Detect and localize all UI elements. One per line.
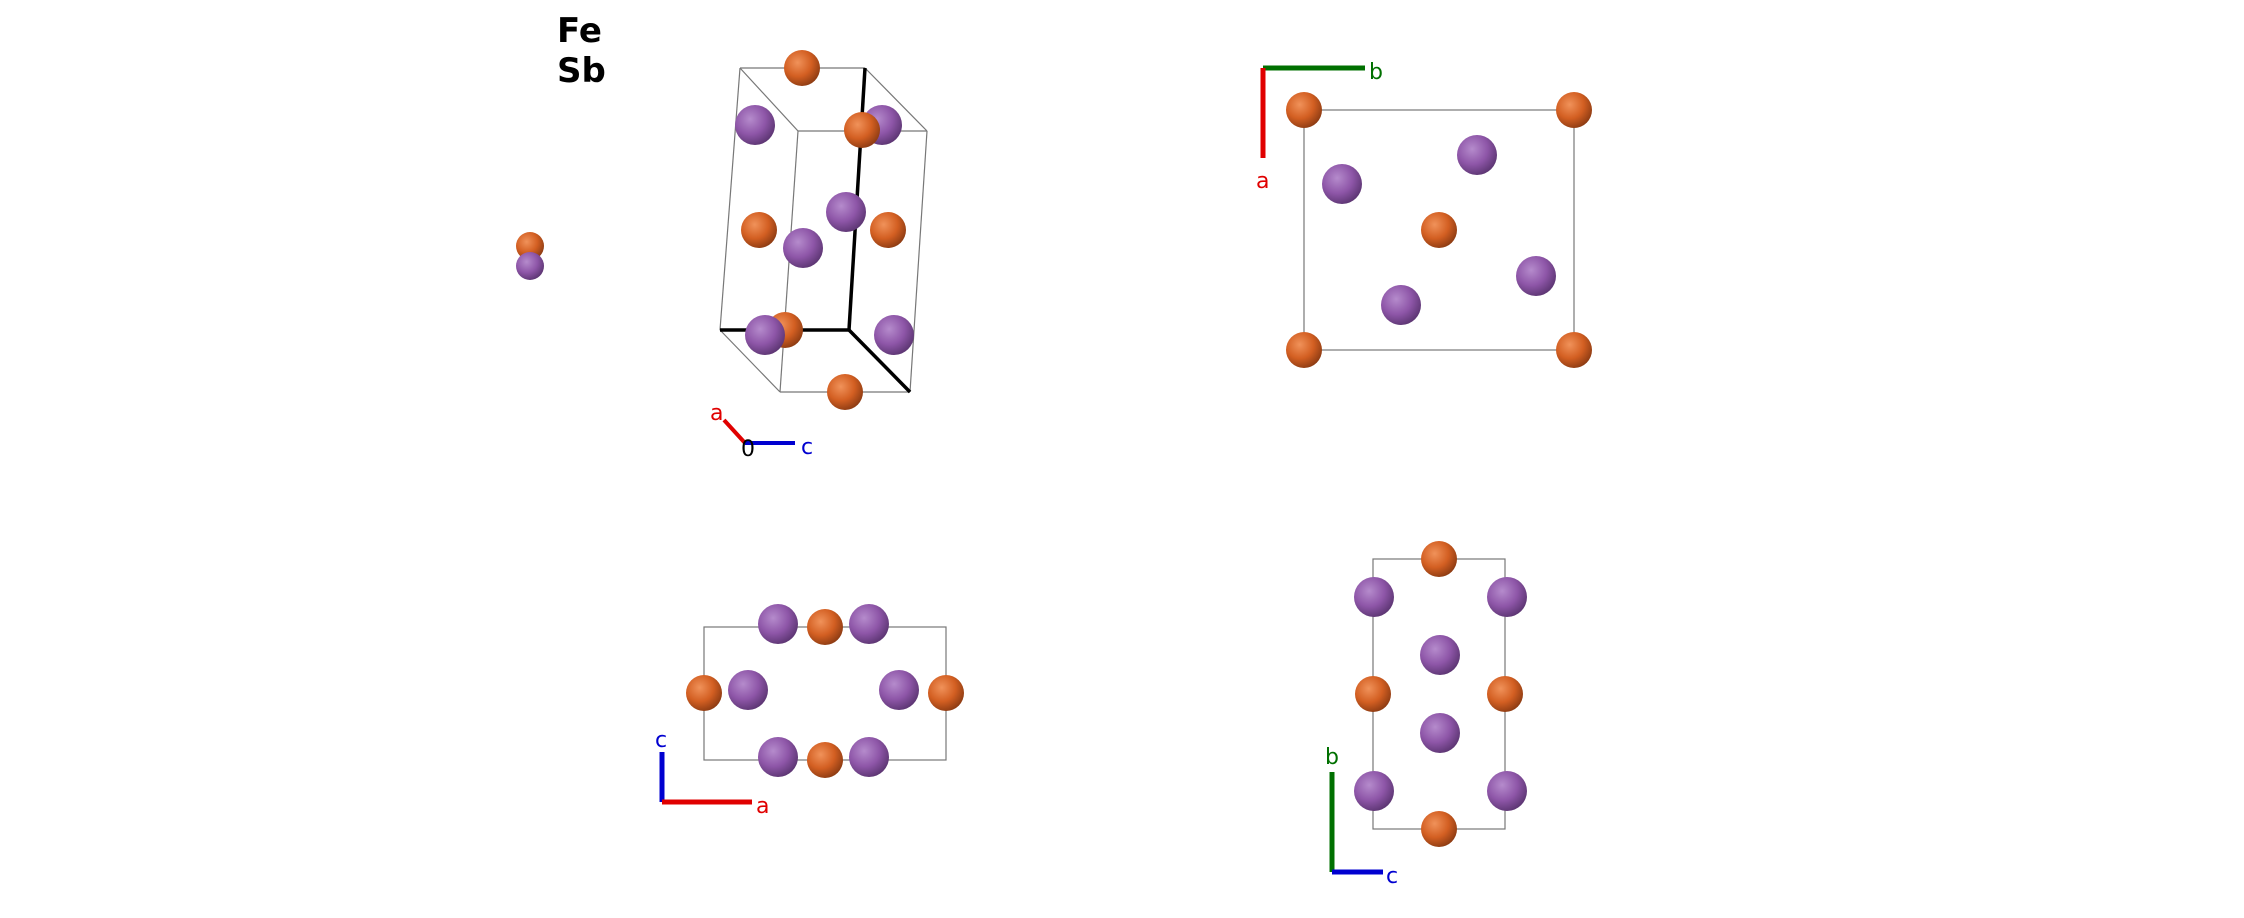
sb-atom (879, 670, 919, 710)
fe-atom (1487, 676, 1523, 712)
fe-atom (928, 675, 964, 711)
fe-atom (807, 609, 843, 645)
axis-indicator: a c 0 (710, 401, 813, 462)
fe-atom (807, 742, 843, 778)
sb-atom (1516, 256, 1556, 296)
sb-atom (1457, 135, 1497, 175)
fe-atom (1421, 212, 1457, 248)
sb-atom (758, 604, 798, 644)
axis-indicator: b a (1256, 60, 1383, 194)
sb-atom (1354, 771, 1394, 811)
projection-along-c-view: b a (1256, 60, 1592, 368)
sb-atom (1487, 771, 1527, 811)
fe-atom (1286, 332, 1322, 368)
sb-atom (826, 192, 866, 232)
fe-atom (1355, 676, 1391, 712)
a-axis-label: a (756, 794, 769, 819)
axis-indicator: c a (655, 728, 769, 819)
a-axis-line (722, 418, 747, 445)
fe-atom (741, 212, 777, 248)
b-axis-label: b (1369, 60, 1383, 85)
sb-atom (849, 604, 889, 644)
fe-atom (1556, 332, 1592, 368)
fe-atom (686, 675, 722, 711)
legend-fe-atom (516, 232, 544, 260)
a-axis-label: a (710, 401, 723, 426)
a-axis-label: a (1256, 169, 1269, 194)
element-legend: Fe Sb (516, 11, 606, 280)
sb-atom (758, 737, 798, 777)
fe-atom (1556, 92, 1592, 128)
atoms (1286, 92, 1592, 368)
perspective-view: a c 0 (710, 50, 928, 462)
fe-atom (784, 50, 820, 86)
sb-atom (745, 315, 785, 355)
legend-sb-atom (516, 252, 544, 280)
c-axis-label: c (801, 435, 813, 460)
sb-atom (1354, 577, 1394, 617)
fe-atom (827, 374, 863, 410)
fe-atom (1421, 541, 1457, 577)
sb-atom (728, 670, 768, 710)
origin-label: 0 (741, 437, 755, 462)
fe-atom (844, 112, 880, 148)
sb-atom (1420, 713, 1460, 753)
fe-atom (1421, 811, 1457, 847)
sb-atom (1420, 635, 1460, 675)
sb-atom (849, 737, 889, 777)
atoms (735, 50, 914, 410)
projection-along-a-view: b c (1325, 541, 1527, 889)
unit-cell-outline (1303, 109, 1575, 351)
atoms (1354, 541, 1527, 847)
atoms (686, 604, 964, 778)
sb-atom (1322, 164, 1362, 204)
c-axis-label: c (655, 728, 667, 753)
sb-atom (1487, 577, 1527, 617)
axis-indicator: b c (1325, 745, 1398, 889)
sb-atom (1381, 285, 1421, 325)
projection-along-b-view: c a (655, 604, 964, 819)
legend-fe-label: Fe (557, 11, 602, 51)
legend-sb-label: Sb (557, 51, 606, 91)
sb-atom (874, 315, 914, 355)
sb-atom (783, 228, 823, 268)
c-axis-label: c (1386, 864, 1398, 889)
fe-atom (870, 212, 906, 248)
sb-atom (735, 105, 775, 145)
b-axis-label: b (1325, 745, 1339, 770)
fe-atom (1286, 92, 1322, 128)
